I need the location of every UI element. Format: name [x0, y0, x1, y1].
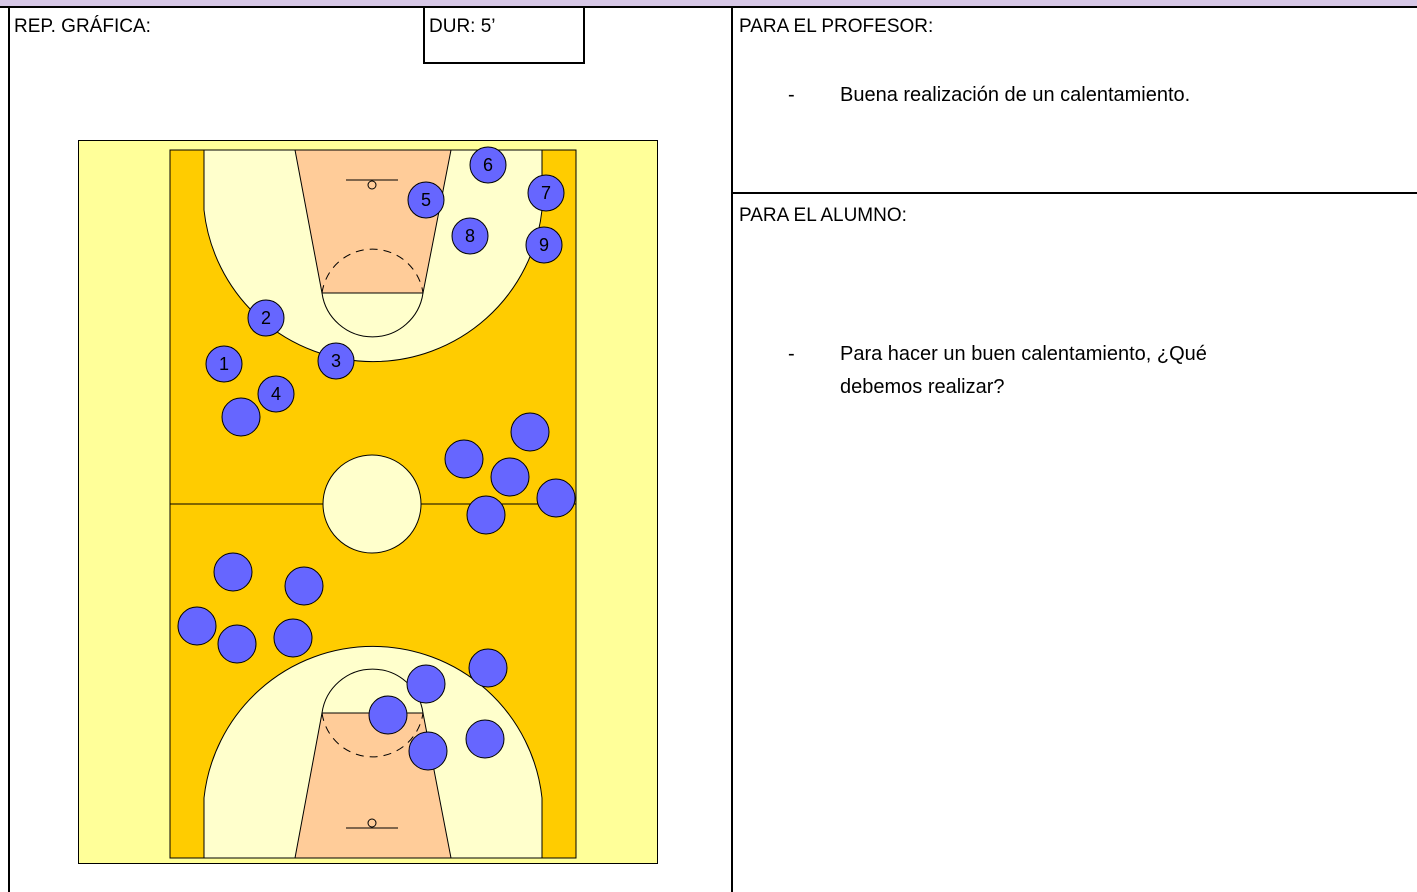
- bottom-hoop: [367, 818, 377, 828]
- svg-text:3: 3: [331, 351, 341, 371]
- teacher-notes-cell: [733, 8, 1417, 194]
- svg-text:4: 4: [271, 384, 281, 404]
- center-circle: [322, 454, 422, 554]
- player-6: 6: [469, 146, 507, 184]
- student-bullet-line-1: Para hacer un buen calentamiento, ¿Qué: [840, 343, 1207, 365]
- player-unnumbered: [177, 606, 217, 646]
- player-9: 9: [525, 226, 563, 264]
- student-bullet-line-2: debemos realizar?: [840, 376, 1005, 398]
- svg-text:9: 9: [539, 235, 549, 255]
- teacher-bullet-text: Buena realización de un calentamiento.: [840, 84, 1191, 106]
- player-unnumbered: [466, 495, 506, 535]
- player-unnumbered: [510, 412, 550, 452]
- bottom-free-throw-dashed: [321, 712, 424, 758]
- player-3: 3: [317, 342, 355, 380]
- player-5: 5: [407, 181, 445, 219]
- svg-text:2: 2: [261, 308, 271, 328]
- player-1: 1: [205, 345, 243, 383]
- svg-text:8: 8: [465, 226, 475, 246]
- svg-text:1: 1: [219, 354, 229, 374]
- teacher-section-title: PARA EL PROFESOR:: [739, 16, 934, 37]
- top-hoop: [367, 180, 377, 190]
- top-paint: [294, 149, 452, 294]
- player-unnumbered: [221, 397, 261, 437]
- player-unnumbered: [465, 719, 505, 759]
- player-4: 4: [257, 375, 295, 413]
- svg-text:7: 7: [541, 183, 551, 203]
- student-notes-cell: [733, 194, 1417, 892]
- student-bullet-marker: -: [788, 343, 795, 365]
- player-unnumbered: [213, 552, 253, 592]
- graphic-representation-cell: [8, 8, 733, 892]
- svg-text:6: 6: [483, 155, 493, 175]
- top-free-throw-dashed: [321, 248, 424, 294]
- player-unnumbered: [273, 618, 313, 658]
- duration-box: DUR: 5’: [423, 8, 585, 64]
- player-7: 7: [527, 174, 565, 212]
- player-unnumbered: [284, 566, 324, 606]
- court-svg: 1 2 3 4 5 6 7 8 9: [78, 140, 658, 864]
- player-2: 2: [247, 299, 285, 337]
- player-unnumbered: [217, 624, 257, 664]
- svg-text:5: 5: [421, 190, 431, 210]
- teacher-bullet-marker: -: [788, 84, 795, 106]
- player-unnumbered: [408, 731, 448, 771]
- basketball-court-diagram: 1 2 3 4 5 6 7 8 9: [78, 140, 658, 869]
- page-top-border: [0, 0, 1417, 8]
- player-unnumbered: [490, 457, 530, 497]
- graphic-representation-label: REP. GRÁFICA:: [14, 16, 151, 37]
- player-unnumbered: [536, 478, 576, 518]
- player-unnumbered: [368, 695, 408, 735]
- player-unnumbered: [468, 648, 508, 688]
- student-section-title: PARA EL ALUMNO:: [739, 205, 907, 226]
- player-8: 8: [451, 217, 489, 255]
- player-unnumbered: [406, 664, 446, 704]
- player-unnumbered: [444, 439, 484, 479]
- top-free-throw-circle: [321, 292, 424, 338]
- duration-label: DUR: 5’: [429, 16, 496, 37]
